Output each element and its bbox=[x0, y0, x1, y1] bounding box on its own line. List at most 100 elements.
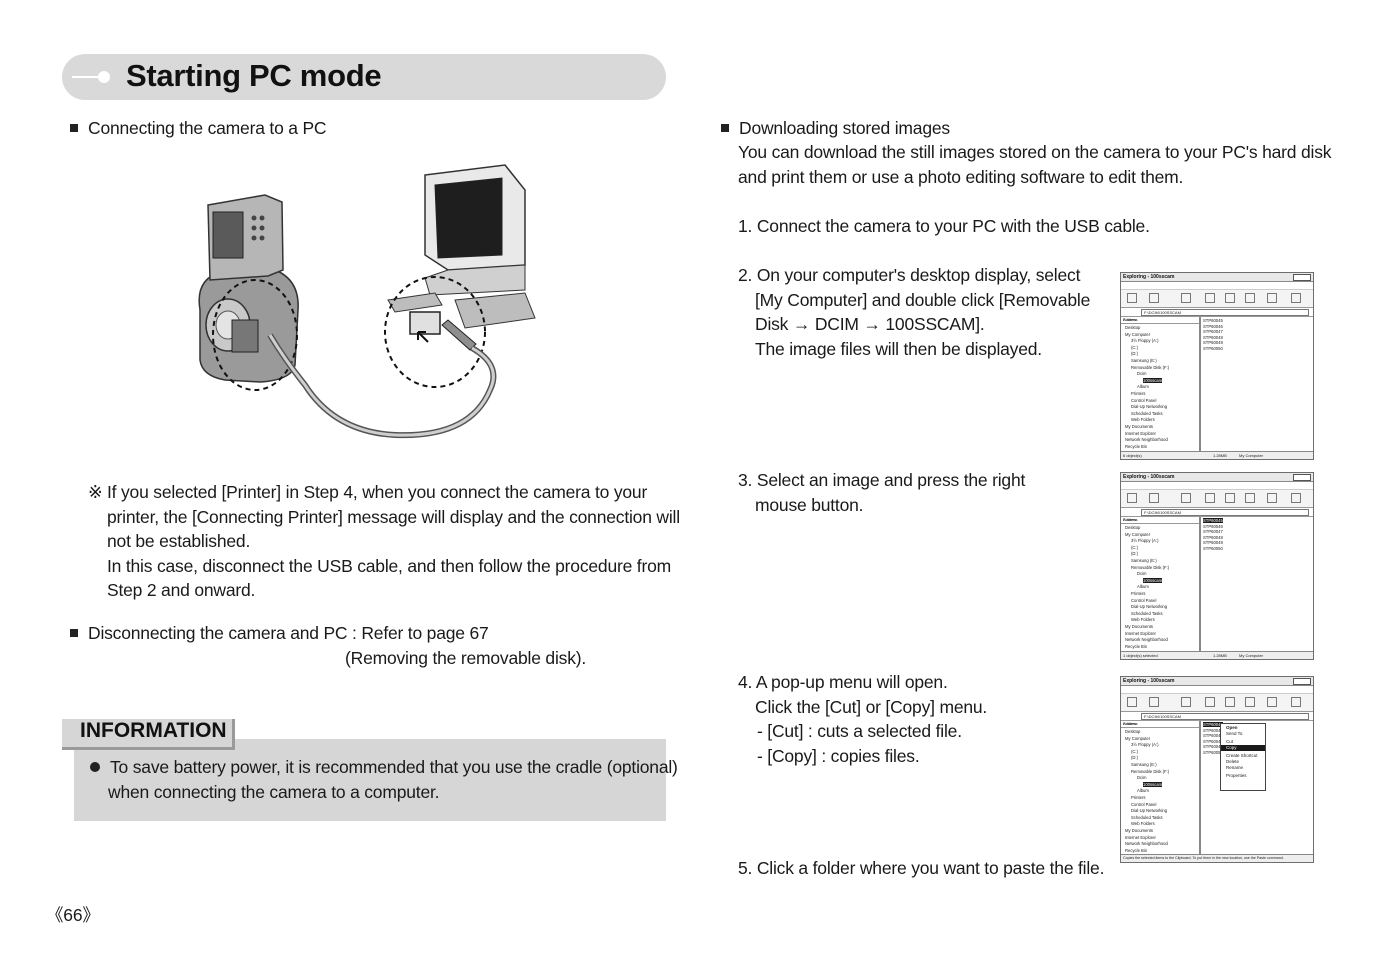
undo-icon bbox=[1267, 293, 1277, 303]
copy-icon bbox=[1225, 493, 1235, 503]
information-title: INFORMATION bbox=[80, 719, 227, 742]
intro-line: You can download the still images stored… bbox=[738, 142, 1332, 162]
section-disconnecting: Disconnecting the camera and PC : Refer … bbox=[70, 621, 489, 646]
explorer-screenshot-2: Exploring - 100sscam FileEditViewGoFavor… bbox=[1120, 472, 1314, 660]
window-toolbar bbox=[1121, 694, 1313, 712]
step-2-line: The image files will then be displayed. bbox=[755, 338, 1042, 359]
back-icon bbox=[1127, 293, 1137, 303]
cradle-usb-port bbox=[231, 319, 259, 353]
step-2-line: [My Computer] and double click [Removabl… bbox=[755, 289, 1091, 310]
step-4-line: 4. A pop-up menu will open. bbox=[738, 672, 948, 692]
page-number: 《66》 bbox=[46, 905, 100, 925]
keyboard bbox=[454, 292, 536, 329]
window-title: Exploring - 100sscam bbox=[1123, 474, 1175, 480]
window-controls-icon bbox=[1293, 274, 1311, 281]
delete-icon bbox=[1291, 697, 1301, 707]
note-line: In this case, disconnect the USB cable, … bbox=[107, 555, 671, 576]
information-tab bbox=[62, 719, 235, 750]
context-menu-item: Rename bbox=[1226, 765, 1244, 770]
information-text: To save battery power, it is recommended… bbox=[90, 755, 678, 804]
usb-plug bbox=[441, 319, 477, 351]
step-2-line: Disk → DCIM → 100SSCAM]. bbox=[755, 314, 985, 335]
copy-icon bbox=[1225, 293, 1235, 303]
forward-icon bbox=[1149, 493, 1159, 503]
context-menu: Open Send To Cut Copy Create Shortcut De… bbox=[1220, 723, 1266, 791]
undo-icon bbox=[1267, 493, 1277, 503]
step-4-line: - [Copy] : copies files. bbox=[757, 745, 920, 766]
cut-icon bbox=[1205, 293, 1215, 303]
context-menu-item: Delete bbox=[1226, 759, 1240, 764]
round-bullet-icon bbox=[90, 762, 100, 772]
delete-icon bbox=[1291, 293, 1301, 303]
step-4: 4. A pop-up menu will open. Click the [C… bbox=[738, 670, 987, 768]
section-downloading: Downloading stored images bbox=[721, 116, 950, 141]
cut-icon bbox=[1205, 697, 1215, 707]
square-bullet-icon bbox=[721, 124, 729, 132]
cradle-port-detail-circle bbox=[212, 279, 298, 391]
window-title: Exploring - 100sscam bbox=[1123, 678, 1175, 684]
context-menu-item: Create Shortcut bbox=[1226, 753, 1258, 758]
usb-cable-highlight bbox=[268, 334, 495, 437]
pc-base bbox=[424, 264, 526, 296]
window-toolbar bbox=[1121, 290, 1313, 308]
keyboard-left bbox=[387, 292, 443, 313]
context-menu-item: Cut bbox=[1226, 739, 1234, 744]
forward-icon bbox=[1149, 697, 1159, 707]
step-3-line: mouse button. bbox=[755, 494, 864, 515]
window-title: Exploring - 100sscam bbox=[1123, 274, 1175, 280]
pc-usb-port bbox=[409, 311, 441, 335]
step-3: 3. Select an image and press the right m… bbox=[738, 468, 1025, 517]
page-title: Starting PC mode bbox=[126, 58, 382, 93]
window-title-bar: Exploring - 100sscam bbox=[1121, 473, 1313, 482]
paste-icon bbox=[1245, 697, 1255, 707]
up-icon bbox=[1181, 697, 1191, 707]
note-line: If you selected [Printer] in Step 4, whe… bbox=[107, 482, 648, 502]
back-icon bbox=[1127, 493, 1137, 503]
step-4-line: Click the [Cut] or [Copy] menu. bbox=[755, 696, 988, 717]
context-menu-item: Send To bbox=[1226, 731, 1243, 736]
window-menu-bar: FileEditViewGoFavoritesToolsHelp bbox=[1121, 482, 1313, 496]
up-icon bbox=[1181, 493, 1191, 503]
window-menu-bar: FileEditViewGoFavoritesToolsHelp bbox=[1121, 282, 1313, 296]
title-decoration-dot bbox=[98, 71, 110, 83]
step-1: 1. Connect the camera to your PC with th… bbox=[738, 216, 1150, 236]
note-line: printer, the [Connecting Printer] messag… bbox=[107, 506, 680, 527]
insert-arrow-icon bbox=[417, 331, 429, 343]
note-line: not be established. bbox=[107, 531, 251, 552]
explorer-screenshot-3: Exploring - 100sscam FileEditViewGoFavor… bbox=[1120, 676, 1314, 863]
note-text: If you selected [Printer] in Step 4, whe… bbox=[107, 480, 680, 603]
window-controls-icon bbox=[1293, 678, 1311, 685]
forward-icon bbox=[1149, 293, 1159, 303]
status-bar: Copies the selected items to the Clipboa… bbox=[1121, 854, 1313, 862]
window-toolbar bbox=[1121, 490, 1313, 508]
square-bullet-icon bbox=[70, 124, 78, 132]
step-4-line: - [Cut] : cuts a selected file. bbox=[757, 721, 962, 742]
context-menu-item: Copy bbox=[1221, 745, 1265, 751]
explorer-screenshot-1: Exploring - 100sscam FileEditViewGoFavor… bbox=[1120, 272, 1314, 460]
step-2-line: 2. On your computer's desktop display, s… bbox=[738, 265, 1081, 285]
downloading-intro: You can download the still images stored… bbox=[738, 140, 1332, 189]
context-menu-item: Open bbox=[1226, 725, 1238, 730]
section-downloading-title: Downloading stored images bbox=[739, 118, 950, 138]
section-connecting: Connecting the camera to a PC bbox=[70, 116, 327, 141]
step-3-line: 3. Select an image and press the right bbox=[738, 470, 1026, 490]
pc-port-detail-circle bbox=[384, 276, 486, 388]
note-mark: ※ bbox=[88, 482, 103, 502]
copy-icon bbox=[1225, 697, 1235, 707]
paste-icon bbox=[1245, 293, 1255, 303]
information-box bbox=[74, 739, 666, 821]
window-title-bar: Exploring - 100sscam bbox=[1121, 677, 1313, 686]
section-disconnecting-line1: Disconnecting the camera and PC : Refer … bbox=[88, 623, 489, 643]
